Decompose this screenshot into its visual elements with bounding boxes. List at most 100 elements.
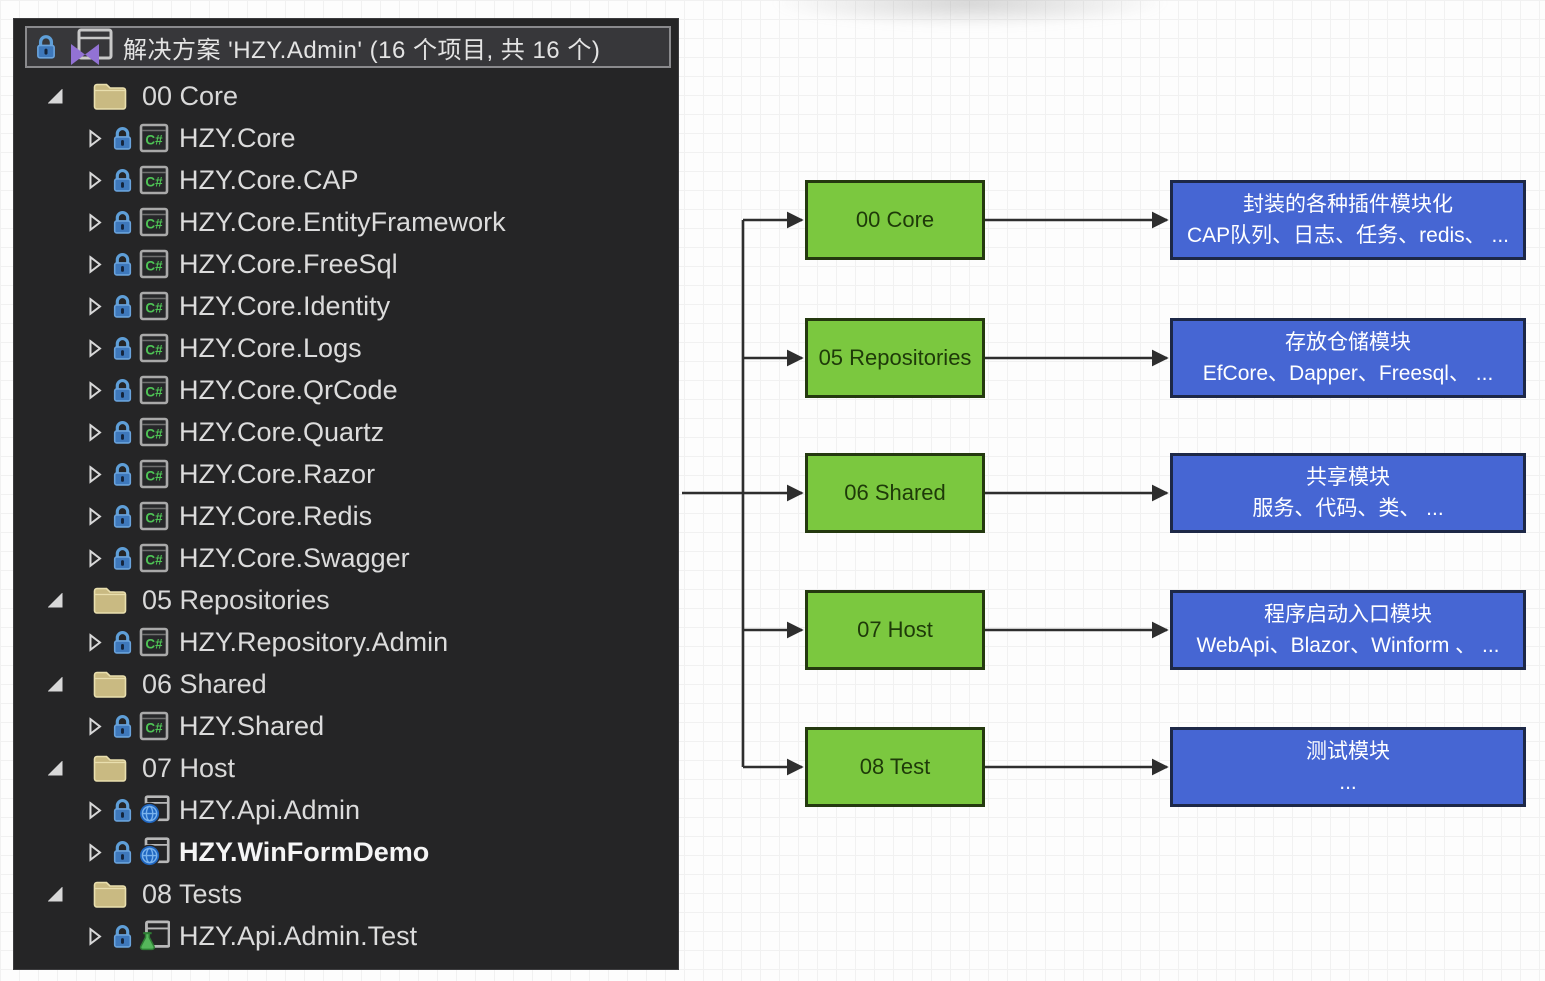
tree-project-row[interactable]: C# HZY.Shared [14,705,678,747]
solution-title-row[interactable]: 解决方案 'HZY.Admin' (16 个项目, 共 16 个) [25,26,671,68]
tree-project-row[interactable]: HZY.Api.Admin [14,789,678,831]
expand-arrow-collapsed-icon[interactable] [84,464,106,484]
tree-folder-row[interactable]: 07 Host [14,747,678,789]
tree-project-row[interactable]: C# HZY.Repository.Admin [14,621,678,663]
tree-folder-row[interactable]: 05 Repositories [14,579,678,621]
svg-text:C#: C# [145,637,163,652]
lock-icon [112,504,133,529]
csharp-project-icon: C# [138,459,170,489]
module-desc-box[interactable]: 测试模块 ... [1170,727,1526,807]
project-label: HZY.Shared [179,710,325,741]
module-label: 08 Test [859,754,931,779]
project-label: HZY.Core.Logs [179,332,362,363]
expand-arrow-collapsed-icon[interactable] [84,632,106,652]
module-desc-title: 测试模块 [1306,739,1390,763]
lock-icon [112,840,133,865]
module-desc-detail: CAP队列、日志、任务、redis、 ... [1186,224,1510,247]
module-desc-box[interactable]: 共享模块 服务、代码、类、 ... [1170,453,1526,533]
module-box[interactable]: 08 Test [805,727,985,807]
tree-project-row[interactable]: C# HZY.Core.Quartz [14,411,678,453]
expand-arrow-collapsed-icon[interactable] [84,128,106,148]
svg-text:C#: C# [145,301,163,316]
module-desc-box[interactable]: 程序启动入口模块 WebApi、Blazor、Winform 、 ... [1170,590,1526,670]
folder-icon [92,753,128,783]
expand-arrow-collapsed-icon[interactable] [84,422,106,442]
module-label: 00 Core [855,207,935,232]
module-label: 07 Host [857,617,933,642]
tree-project-row[interactable]: HZY.Api.Admin.Test [14,915,678,957]
tree-folder-row[interactable]: 00 Core [14,75,678,117]
module-box[interactable]: 06 Shared [805,453,985,533]
expand-arrow-expanded-icon[interactable] [44,592,66,608]
module-desc-title: 程序启动入口模块 [1264,602,1432,626]
module-label: 06 Shared [844,480,946,505]
svg-text:C#: C# [145,721,163,736]
expand-arrow-collapsed-icon[interactable] [84,716,106,736]
module-box[interactable]: 07 Host [805,590,985,670]
expand-arrow-collapsed-icon[interactable] [84,800,106,820]
tree-project-row[interactable]: C# HZY.Core.Identity [14,285,678,327]
expand-arrow-expanded-icon[interactable] [44,760,66,776]
expand-arrow-collapsed-icon[interactable] [84,380,106,400]
expand-arrow-collapsed-icon[interactable] [84,548,106,568]
expand-arrow-collapsed-icon[interactable] [84,926,106,946]
svg-text:C#: C# [145,175,163,190]
lock-icon [112,924,133,949]
tree-project-row[interactable]: C# HZY.Core.FreeSql [14,243,678,285]
tree-folder-row[interactable]: 06 Shared [14,663,678,705]
module-box[interactable]: 05 Repositories [805,318,985,398]
tree-project-row[interactable]: C# HZY.Core.Logs [14,327,678,369]
folder-label: 07 Host [142,752,236,783]
web-project-icon [138,793,170,827]
expand-arrow-expanded-icon[interactable] [44,886,66,902]
module-desc-title: 存放仓储模块 [1285,330,1411,354]
tree-project-row[interactable]: C# HZY.Core.Swagger [14,537,678,579]
expand-arrow-collapsed-icon[interactable] [84,506,106,526]
csharp-project-icon: C# [138,249,170,279]
project-label: HZY.Core.Swagger [179,542,410,573]
svg-text:C#: C# [145,133,163,148]
folder-label: 05 Repositories [142,584,330,615]
solution-explorer-panel: 解决方案 'HZY.Admin' (16 个项目, 共 16 个) 00 Cor… [13,18,679,970]
csharp-project-icon: C# [138,711,170,741]
folder-icon [92,669,128,699]
module-desc-detail: ... [1339,771,1357,794]
expand-arrow-collapsed-icon[interactable] [84,170,106,190]
tree-project-row[interactable]: C# HZY.Core.EntityFramework [14,201,678,243]
expand-arrow-expanded-icon[interactable] [44,676,66,692]
scan-shadow [770,0,1170,28]
tree-project-row[interactable]: C# HZY.Core.QrCode [14,369,678,411]
svg-text:C#: C# [145,217,163,232]
svg-text:C#: C# [145,259,163,274]
solution-tree: 00 Core C# HZY.Core [14,75,678,957]
expand-arrow-collapsed-icon[interactable] [84,296,106,316]
tree-project-row[interactable]: C# HZY.Core.Redis [14,495,678,537]
module-desc-box[interactable]: 存放仓储模块 EfCore、Dapper、Freesql、 ... [1170,318,1526,398]
tree-project-row[interactable]: HZY.WinFormDemo [14,831,678,873]
svg-text:C#: C# [145,553,163,568]
expand-arrow-collapsed-icon[interactable] [84,254,106,274]
lock-icon [112,630,133,655]
module-box[interactable]: 00 Core [805,180,985,260]
expand-arrow-collapsed-icon[interactable] [84,842,106,862]
csharp-project-icon: C# [138,627,170,657]
expand-arrow-collapsed-icon[interactable] [84,338,106,358]
lock-icon [112,168,133,193]
project-label: HZY.Core.Quartz [179,416,385,447]
module-desc-detail: WebApi、Blazor、Winform 、 ... [1196,634,1500,657]
folder-icon [92,81,128,111]
project-label: HZY.Core.QrCode [179,374,398,405]
expand-arrow-collapsed-icon[interactable] [84,212,106,232]
tree-project-row[interactable]: C# HZY.Core.Razor [14,453,678,495]
tree-folder-row[interactable]: 08 Tests [14,873,678,915]
svg-text:C#: C# [145,385,163,400]
tree-project-row[interactable]: C# HZY.Core [14,117,678,159]
visual-studio-solution-icon [67,28,113,66]
csharp-project-icon: C# [138,375,170,405]
lock-icon [112,420,133,445]
tree-project-row[interactable]: C# HZY.Core.CAP [14,159,678,201]
expand-arrow-expanded-icon[interactable] [44,88,66,104]
module-desc-title: 封装的各种插件模块化 [1243,192,1453,216]
module-desc-box[interactable]: 封装的各种插件模块化 CAP队列、日志、任务、redis、 ... [1170,180,1526,260]
